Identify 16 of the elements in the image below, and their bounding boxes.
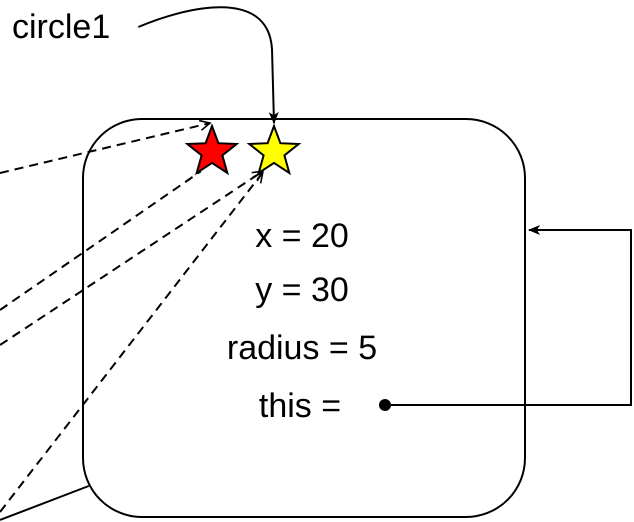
variable-label: circle1: [12, 8, 110, 46]
object-box: [82, 118, 526, 518]
dashed-arrow: [0, 170, 264, 346]
star-icon: [184, 122, 240, 178]
connector-line: [0, 485, 90, 521]
dashed-line: [0, 170, 202, 311]
arrow: [138, 6, 279, 124]
field-text: y = 30: [255, 271, 349, 309]
star-icon: [246, 122, 302, 178]
field-text: radius = 5: [226, 329, 378, 367]
field-text: x = 20: [255, 217, 349, 255]
dashed-arrow: [0, 172, 264, 513]
reference-dot: [379, 399, 391, 411]
dashed-arrow: [0, 120, 211, 174]
arrow: [391, 225, 632, 406]
field-text: this =: [258, 387, 342, 425]
